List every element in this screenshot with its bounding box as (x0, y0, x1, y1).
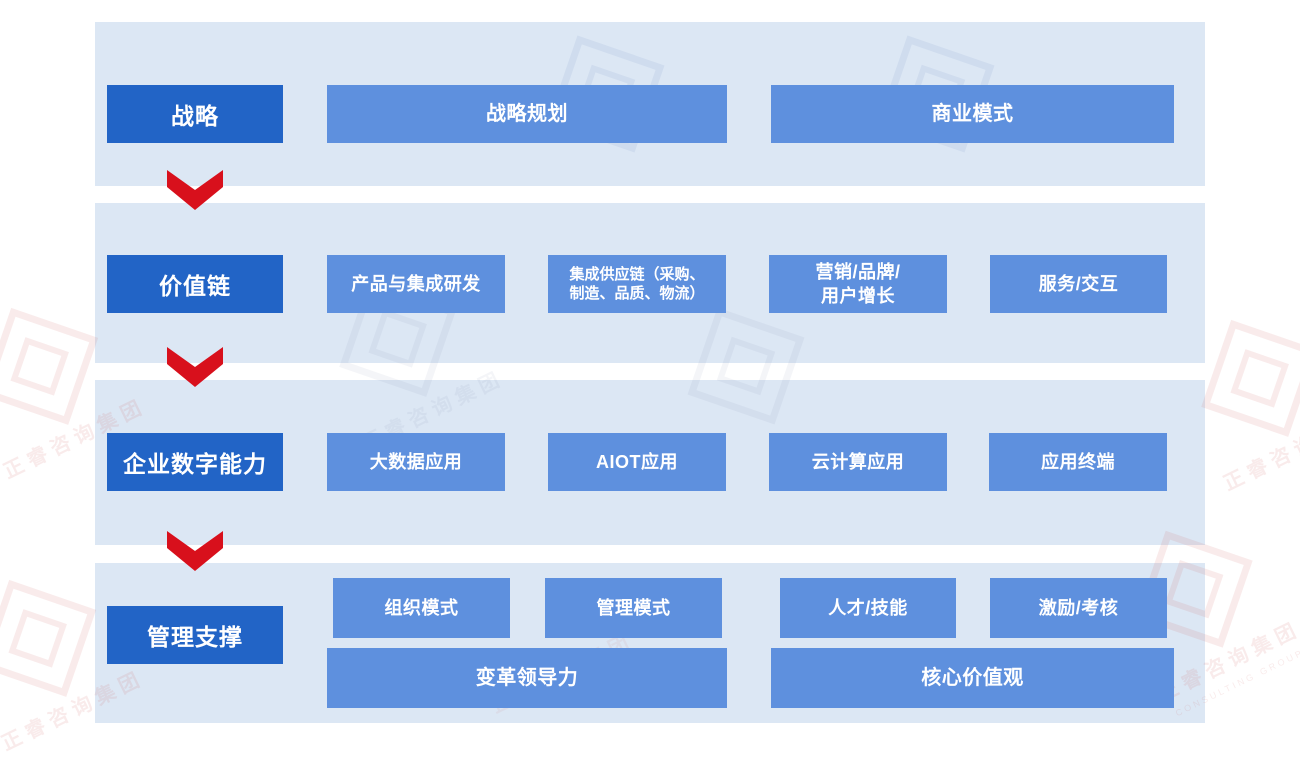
box-business-model: 商业模式 (771, 85, 1174, 143)
watermark-diamond-icon (0, 579, 97, 697)
box-big-data-application: 大数据应用 (327, 433, 505, 491)
box-organization-model: 组织模式 (333, 578, 510, 638)
box-management-model: 管理模式 (545, 578, 722, 638)
watermark-diamond-icon (0, 307, 99, 425)
box-integrated-supply-chain: 集成供应链（采购、 制造、品质、物流） (548, 255, 726, 313)
box-application-terminal: 应用终端 (989, 433, 1167, 491)
watermark-text: 正睿咨询集团 (1220, 407, 1300, 496)
box-core-values: 核心价值观 (771, 648, 1174, 708)
arrow-down-icon (167, 170, 223, 214)
arrow-down-icon (167, 531, 223, 575)
box-service-interaction: 服务/交互 (990, 255, 1167, 313)
box-change-leadership: 变革领导力 (327, 648, 727, 708)
arrow-down-icon (167, 347, 223, 391)
row-label-strategy: 战略 (107, 85, 283, 143)
box-incentive-assessment: 激励/考核 (990, 578, 1167, 638)
box-aiot-application: AIOT应用 (548, 433, 726, 491)
box-product-integrated-rd: 产品与集成研发 (327, 255, 505, 313)
row-label-value-chain: 价值链 (107, 255, 283, 313)
box-marketing-brand-growth: 营销/品牌/ 用户增长 (769, 255, 947, 313)
box-strategic-planning: 战略规划 (327, 85, 727, 143)
box-cloud-computing-application: 云计算应用 (769, 433, 947, 491)
row-label-management-support: 管理支撑 (107, 606, 283, 664)
box-talent-skills: 人才/技能 (780, 578, 956, 638)
watermark-diamond-icon (1201, 319, 1300, 437)
row-label-digital-capability: 企业数字能力 (107, 433, 283, 491)
